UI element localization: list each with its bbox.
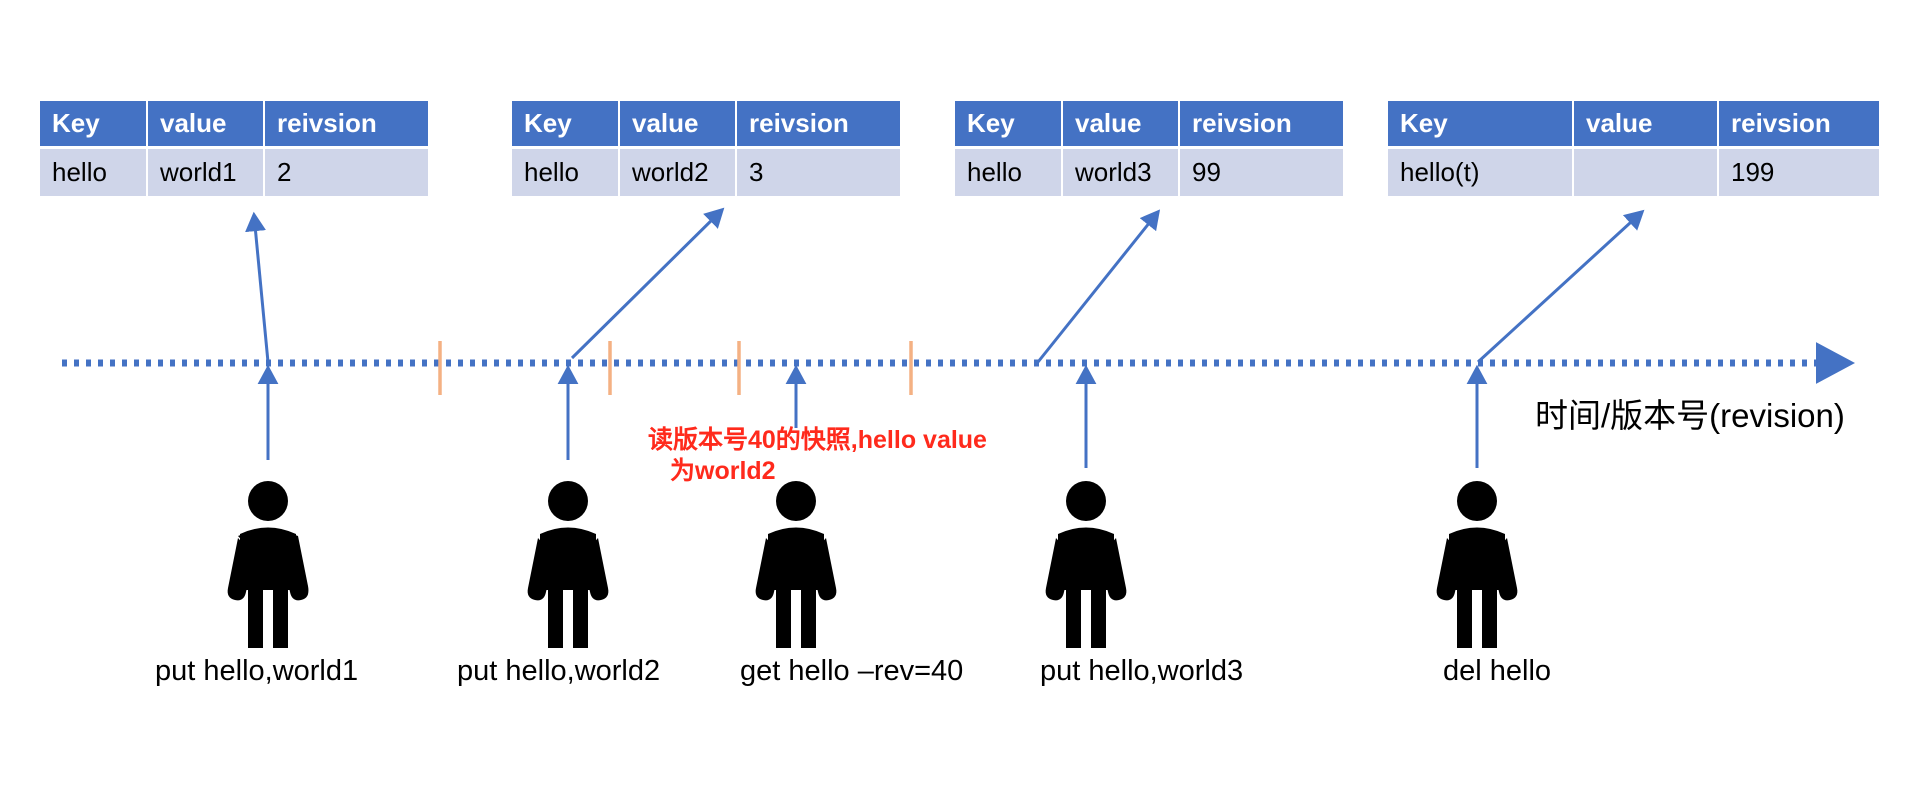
person-icon — [227, 481, 309, 648]
cell-value: world3 — [1063, 149, 1180, 196]
table-row: hello world1 2 — [40, 149, 428, 196]
arrow-to-table-rev-3 — [570, 207, 725, 360]
column-header-value: value — [620, 101, 737, 146]
actor-label-del-hello: del hello — [1443, 655, 1552, 687]
table-row: hello world3 99 — [955, 149, 1343, 196]
actor-figures — [227, 481, 1518, 648]
snapshot-arrows — [245, 207, 1645, 364]
revision-tick-marks — [438, 341, 913, 395]
column-header-revision: reivsion — [737, 101, 900, 146]
actor-label-put-world3: put hello,world3 — [1040, 655, 1244, 687]
snapshot-table-rev-2: Key value reivsion hello world1 2 — [40, 101, 428, 196]
column-header-key: Key — [512, 101, 620, 146]
cell-key: hello — [512, 149, 620, 196]
cell-revision: 99 — [1180, 149, 1343, 196]
column-header-value: value — [1063, 101, 1180, 146]
cell-key: hello — [40, 149, 148, 196]
table-row: hello(t) 199 — [1388, 149, 1879, 196]
snapshot-read-note: 读版本号40的快照,hello value 为world2 — [648, 425, 1018, 488]
cell-key: hello(t) — [1388, 149, 1574, 196]
column-header-revision: reivsion — [1719, 101, 1879, 146]
table-header-row: Key value reivsion — [955, 101, 1343, 146]
actor-label-put-world1: put hello,world1 — [155, 655, 359, 687]
person-icon — [1045, 481, 1127, 648]
table-row: hello world2 3 — [512, 149, 900, 196]
cell-revision: 199 — [1719, 149, 1879, 196]
axis-caption: 时间/版本号(revision) — [1535, 397, 1845, 434]
table-header-row: Key value reivsion — [1388, 101, 1879, 146]
table-header-row: Key value reivsion — [512, 101, 900, 146]
person-icon — [527, 481, 609, 648]
column-header-key: Key — [1388, 101, 1574, 146]
person-icon — [755, 481, 837, 648]
snapshot-table-rev-3: Key value reivsion hello world2 3 — [512, 101, 900, 196]
cell-value: world1 — [148, 149, 265, 196]
column-header-revision: reivsion — [265, 101, 428, 146]
column-header-key: Key — [955, 101, 1063, 146]
actor-label-get-rev40: get hello –rev=40 — [740, 655, 964, 687]
column-header-value: value — [1574, 101, 1719, 146]
actor-label-put-world2: put hello,world2 — [457, 655, 661, 687]
cell-revision: 2 — [265, 149, 428, 196]
arrow-to-table-rev-199 — [1476, 209, 1645, 364]
snapshot-table-rev-99: Key value reivsion hello world3 99 — [955, 101, 1343, 196]
note-line-2: 为world2 — [670, 457, 776, 486]
person-icon — [1436, 481, 1518, 648]
cell-value: world2 — [620, 149, 737, 196]
note-line-1: 读版本号40的快照,hello value — [648, 426, 987, 454]
column-header-key: Key — [40, 101, 148, 146]
cell-revision: 3 — [737, 149, 900, 196]
cell-key: hello — [955, 149, 1063, 196]
snapshot-table-rev-199: Key value reivsion hello(t) 199 — [1388, 101, 1879, 196]
cell-value — [1574, 149, 1719, 196]
column-header-value: value — [148, 101, 265, 146]
arrow-to-table-rev-2 — [245, 211, 270, 363]
column-header-revision: reivsion — [1180, 101, 1343, 146]
arrow-to-table-rev-99 — [1036, 209, 1161, 363]
table-header-row: Key value reivsion — [40, 101, 428, 146]
